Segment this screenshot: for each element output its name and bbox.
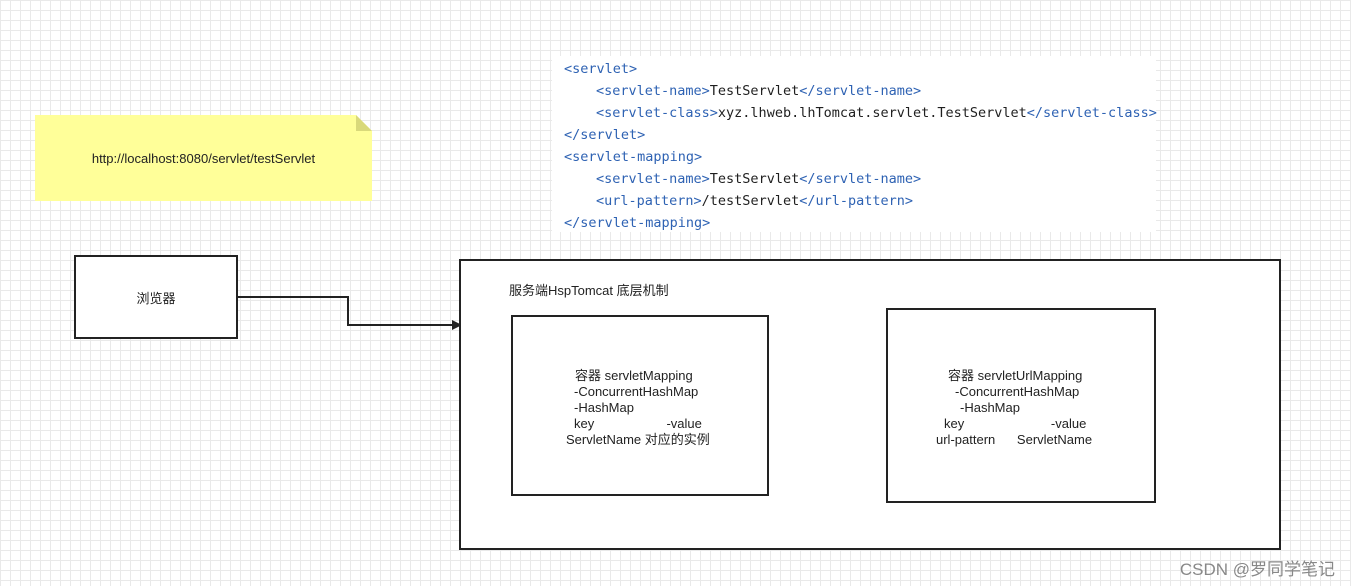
code-line: <servlet-name>TestServlet</servlet-name> — [596, 83, 922, 99]
container2-line1: 容器 servletUrlMapping — [948, 368, 1083, 383]
container2-line3: -HashMap — [960, 400, 1020, 415]
container1-line4: key -value — [574, 416, 702, 431]
code-line: <servlet> — [564, 61, 638, 77]
container2-line4: key -value — [944, 416, 1087, 431]
server-title: 服务端HspTomcat 底层机制 — [509, 283, 669, 298]
container2-line2: -ConcurrentHashMap — [955, 384, 1080, 399]
web-xml-snippet: <servlet> <servlet-name>TestServlet</ser… — [552, 56, 1157, 232]
code-line: <servlet-name>TestServlet</servlet-name> — [596, 171, 922, 187]
browser-label: 浏览器 — [136, 290, 176, 306]
connector-line — [238, 296, 452, 326]
container2-line5: url-pattern ServletName — [936, 432, 1093, 447]
container1-line1: 容器 servletMapping — [575, 368, 693, 383]
container1-line3: -HashMap — [574, 400, 634, 415]
code-line: <servlet-class>xyz.lhweb.lhTomcat.servle… — [596, 105, 1157, 121]
servlet-mapping-container: 容器 servletMapping -ConcurrentHashMap -Ha… — [511, 315, 769, 496]
browser-box: 浏览器 — [74, 255, 238, 339]
code-line: <url-pattern>/testServlet</url-pattern> — [596, 193, 914, 209]
container1-line2: -ConcurrentHashMap — [574, 384, 699, 399]
note-url-text: http://localhost:8080/servlet/testServle… — [91, 150, 316, 166]
code-line: </servlet-mapping> — [564, 215, 711, 231]
container1-line5: ServletName 对应的实例 — [566, 432, 710, 447]
csdn-watermark: CSDN @罗同学笔记 — [1179, 560, 1335, 579]
sticky-note: http://localhost:8080/servlet/testServle… — [35, 115, 372, 201]
servlet-url-mapping-container: 容器 servletUrlMapping -ConcurrentHashMap … — [886, 308, 1156, 503]
code-line: <servlet-mapping> — [564, 149, 703, 165]
code-line: </servlet> — [564, 127, 646, 143]
arrow-head-icon — [452, 320, 462, 330]
